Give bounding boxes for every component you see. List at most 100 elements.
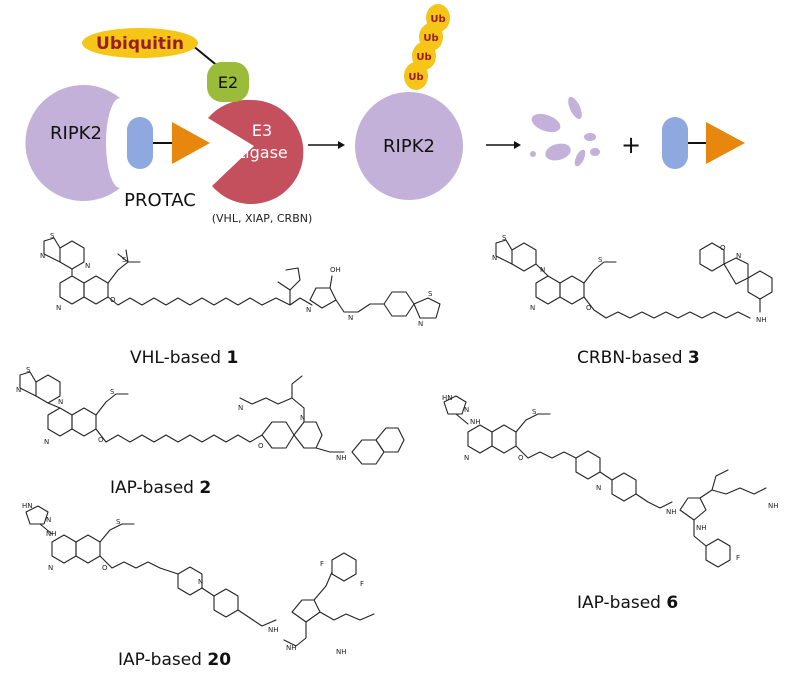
svg-text:S: S: [50, 232, 55, 240]
svg-text:NH: NH: [268, 626, 279, 634]
caption-number: 20: [207, 650, 231, 670]
structure-iap-6: [443, 395, 767, 568]
degraded-fragments: [530, 96, 600, 167]
recycled-protac-ligand: [706, 122, 745, 164]
caption-crbn-3: CRBN-based 3: [577, 348, 700, 368]
svg-text:NH: NH: [286, 644, 297, 652]
structure-crbn-3: [495, 239, 773, 319]
svg-text:N: N: [58, 398, 63, 406]
svg-text:NH: NH: [46, 530, 57, 538]
svg-text:S: S: [122, 256, 127, 264]
ripk2-label-2: RIPK2: [383, 136, 435, 157]
e3-label-line2: Ligase: [236, 143, 288, 162]
svg-text:N: N: [540, 266, 545, 274]
svg-text:O: O: [518, 454, 524, 462]
svg-text:NH: NH: [336, 454, 347, 462]
svg-text:F: F: [320, 560, 324, 568]
svg-text:S: S: [428, 290, 433, 298]
ub-label-4: Ub: [430, 14, 445, 25]
svg-text:O: O: [102, 564, 108, 572]
svg-text:N: N: [530, 304, 535, 312]
svg-text:F: F: [360, 580, 364, 588]
recycled-protac-warhead: [662, 117, 688, 169]
structure-iap-2: [19, 371, 405, 465]
svg-text:NH: NH: [666, 508, 677, 516]
fragment: [590, 148, 600, 156]
svg-text:S: S: [598, 256, 603, 264]
ripk2-label: RIPK2: [50, 123, 102, 144]
svg-text:NH: NH: [336, 648, 347, 656]
caption-iap-6: IAP-based 6: [577, 593, 678, 613]
ripk2-ubiquitinated-shape: [355, 92, 463, 200]
caption-prefix: VHL-based: [130, 348, 221, 368]
ubiquitin-label: Ubiquitin: [96, 34, 184, 54]
caption-vhl-1: VHL-based 1: [130, 348, 238, 368]
svg-text:OH: OH: [330, 266, 341, 274]
svg-text:N: N: [492, 254, 497, 262]
fragment: [574, 149, 586, 167]
svg-text:N: N: [418, 320, 423, 328]
structure-iap-20: [25, 505, 375, 647]
ub-bead-4: [426, 4, 450, 32]
svg-text:O: O: [258, 442, 264, 450]
fragment: [530, 151, 536, 157]
structure-crbn-3-heteroatoms: S N N N S O O N NH: [492, 234, 767, 324]
ub-label-2: Ub: [416, 52, 431, 63]
ub-label-1: Ub: [408, 72, 423, 83]
arrow-2-head: [514, 141, 521, 149]
structure-iap-2-heteroatoms: SN NN SO ON NHN: [16, 366, 347, 462]
e2-label: E2: [218, 73, 238, 92]
svg-text:N: N: [16, 386, 21, 394]
ripk2-target-shape: [25, 85, 121, 202]
mechanism-scheme: Ubiquitin RIPK2 PROTAC E3 Ligase (VHL, X…: [25, 4, 745, 225]
fragment: [531, 113, 561, 133]
ub-label-3: Ub: [423, 33, 438, 44]
svg-text:N: N: [464, 454, 469, 462]
svg-text:HN: HN: [22, 502, 33, 510]
svg-text:N: N: [596, 484, 601, 492]
svg-text:N: N: [44, 438, 49, 446]
svg-text:S: S: [116, 518, 121, 526]
svg-text:N: N: [736, 252, 741, 260]
plus-sign: +: [621, 131, 641, 159]
svg-text:N: N: [198, 578, 203, 586]
protac-label: PROTAC: [124, 190, 196, 211]
svg-text:S: S: [110, 388, 115, 396]
e3-ligase-shape: [208, 99, 304, 204]
caption-prefix: IAP-based: [118, 650, 202, 670]
protac-e3-ligand: [172, 122, 210, 164]
svg-text:S: S: [26, 366, 31, 374]
caption-number: 3: [688, 348, 700, 368]
protac-warhead: [127, 117, 153, 169]
svg-text:O: O: [720, 244, 726, 252]
svg-text:S: S: [502, 234, 507, 242]
arrow-1-head: [338, 141, 345, 149]
caption-iap-2: IAP-based 2: [110, 478, 211, 498]
svg-text:F: F: [736, 554, 740, 562]
svg-text:N: N: [48, 564, 53, 572]
caption-prefix: CRBN-based: [577, 348, 683, 368]
svg-text:NH: NH: [470, 418, 481, 426]
structure-vhl-1-heteroatoms: S N N N S O N OH N S N: [40, 232, 433, 328]
fragment: [568, 96, 582, 120]
svg-text:NH: NH: [756, 316, 767, 324]
svg-text:HN: HN: [442, 394, 453, 402]
svg-text:N: N: [348, 314, 353, 322]
structure-iap-20-heteroatoms: HN N NH N S O N NH F F NH NH: [22, 502, 364, 656]
e2-shape: [207, 62, 249, 102]
svg-text:N: N: [85, 262, 90, 270]
svg-text:O: O: [110, 296, 116, 304]
svg-text:S: S: [532, 408, 537, 416]
svg-text:N: N: [40, 252, 45, 260]
svg-text:N: N: [56, 304, 61, 312]
fragment: [584, 133, 596, 141]
caption-number: 6: [666, 593, 678, 613]
svg-text:N: N: [46, 516, 51, 524]
caption-number: 1: [226, 348, 238, 368]
caption-prefix: IAP-based: [577, 593, 661, 613]
svg-text:N: N: [464, 406, 469, 414]
e3-label-line1: E3: [252, 121, 272, 140]
svg-text:N: N: [306, 306, 311, 314]
svg-text:O: O: [586, 304, 592, 312]
